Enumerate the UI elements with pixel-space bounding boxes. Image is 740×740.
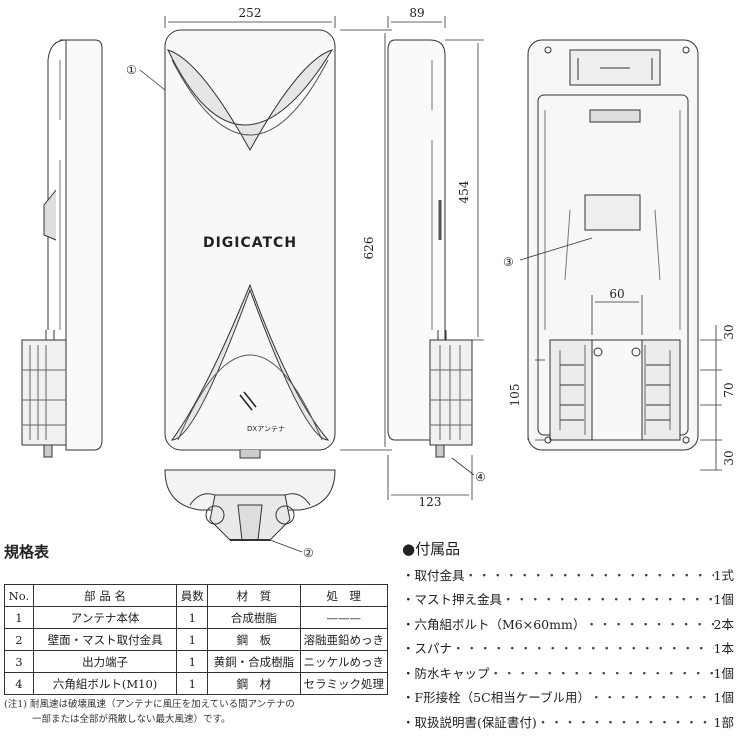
bottom-view (164, 469, 336, 541)
accessory-name: ・取付金具 (402, 567, 465, 583)
accessory-name: ・防水キャップ (402, 665, 490, 681)
callout-2: ② (303, 546, 314, 560)
header-quantity: 員数 (176, 584, 209, 607)
dot-leader (537, 712, 714, 731)
dim-height-mount: 454 (457, 180, 471, 203)
table-row: 4 六角組ボルト(M10) 1 鋼 材 セラミック処理 (4, 672, 388, 695)
cell: 黄銅・合成樹脂 (207, 650, 301, 673)
accessories-list: ・取付金具 1式 ・マスト押え金具 1個 ・六角組ボルト（M6×60mm） 2本 ・ス… (402, 562, 734, 734)
cell: 六角組ボルト(M10) (32, 672, 178, 695)
dot-leader (585, 614, 713, 633)
dim-bracket-spacing-bottom: 30 (722, 450, 736, 465)
list-item: ・六角組ボルト（M6×60mm） 2本 (402, 611, 734, 636)
spec-note: (注1) 耐風速は破壊風速（アンテナに風圧を加えている間アンテナの 一部または全… (4, 697, 394, 727)
cell: 壁面・マスト取付金具 (32, 628, 178, 651)
front-view (164, 29, 336, 459)
list-item: ・取付金具 1式 (402, 562, 734, 587)
accessory-name: ・スパナ (402, 641, 453, 657)
callout-4: ④ (475, 470, 486, 484)
accessory-qty: 1本 (713, 641, 734, 657)
dim-depth-total: 123 (419, 495, 442, 509)
accessory-qty: 2本 (713, 616, 734, 632)
accessory-qty: 1個 (713, 690, 734, 706)
note-line-2: 一部または全部が飛散しない最大風速）です。 (32, 714, 231, 725)
list-item: ・防水キャップ 1個 (402, 660, 734, 685)
dim-bracket-spacing-mid: 70 (722, 382, 736, 397)
cell: 鋼 材 (207, 672, 301, 695)
cell: 4 (4, 672, 34, 695)
cell: 3 (4, 650, 34, 673)
accessory-name: ・マスト押え金具 (402, 592, 503, 608)
dot-leader (490, 663, 714, 682)
dot-leader (452, 638, 714, 657)
brand-logo: DIGICATCH (203, 235, 297, 251)
note-line-1: (注1) 耐風速は破壊風速（アンテナに風圧を加えている間アンテナの (4, 699, 295, 710)
dim-bracket-width: 60 (609, 287, 624, 301)
table-row: 3 出力端子 1 黄銅・合成樹脂 ニッケルめっき (4, 650, 388, 673)
dot-leader (590, 687, 714, 706)
cell: 鋼 板 (207, 628, 301, 651)
list-item: ・F形接栓（5C相当ケーブル用） 1個 (402, 685, 734, 710)
callout-1: ① (126, 63, 137, 77)
cell: 出力端子 (32, 650, 178, 673)
spec-table: No. 部 品 名 員数 材 質 処 理 1 アンテナ本体 1 合成樹脂 ———… (4, 584, 388, 695)
spec-header-row: No. 部 品 名 員数 材 質 処 理 (4, 584, 388, 607)
list-item: ・取扱説明書(保証書付) 1部 (402, 709, 734, 734)
cell: ——— (299, 606, 388, 629)
cell: 合成樹脂 (207, 606, 301, 629)
callout-3: ③ (503, 255, 514, 269)
cell: セラミック処理 (299, 672, 388, 695)
left-side-view (21, 39, 103, 458)
dim-bracket-spacing-top: 30 (722, 324, 736, 339)
dot-leader (465, 565, 714, 584)
header-material: 材 質 (207, 584, 301, 607)
accessories-title: ●付属品 (402, 540, 461, 558)
accessory-name: ・取扱説明書(保証書付) (402, 714, 537, 730)
header-part-name: 部 品 名 (32, 584, 178, 607)
cell: ニッケルめっき (299, 650, 388, 673)
table-row: 2 壁面・マスト取付金具 1 鋼 板 溶融亜鉛めっき (4, 628, 388, 651)
cell: 1 (4, 606, 34, 629)
cell: 溶融亜鉛めっき (299, 628, 388, 651)
header-treatment: 処 理 (299, 584, 388, 607)
cell: 1 (176, 672, 209, 695)
cell: 1 (176, 628, 209, 651)
table-row: 1 アンテナ本体 1 合成樹脂 ——— (4, 606, 388, 629)
right-side-view (387, 39, 473, 458)
cell: アンテナ本体 (32, 606, 178, 629)
accessory-qty: 1部 (713, 714, 734, 730)
accessory-qty: 1個 (713, 665, 734, 681)
list-item: ・マスト押え金具 1個 (402, 587, 734, 612)
header-no: No. (4, 584, 34, 607)
dim-front-width: 252 (239, 6, 262, 20)
dim-side-width: 89 (409, 6, 424, 20)
rear-view (527, 39, 699, 451)
spec-table-title: 規格表 (4, 543, 50, 561)
accessory-qty: 1個 (713, 592, 734, 608)
list-item: ・スパナ 1本 (402, 636, 734, 661)
accessory-name: ・六角組ボルト（M6×60mm） (402, 616, 586, 632)
cell: 1 (176, 650, 209, 673)
accessory-name: ・F形接栓（5C相当ケーブル用） (402, 690, 590, 706)
cell: 2 (4, 628, 34, 651)
dim-height-overall: 626 (362, 237, 376, 260)
leader-lines (139, 69, 593, 553)
dim-bracket-height: 105 (508, 384, 522, 407)
cell: 1 (176, 606, 209, 629)
accessory-qty: 1式 (713, 567, 734, 583)
dimension-lines (164, 16, 722, 500)
maker-logo: DXアンテナ (247, 425, 285, 433)
dot-leader (502, 589, 714, 608)
